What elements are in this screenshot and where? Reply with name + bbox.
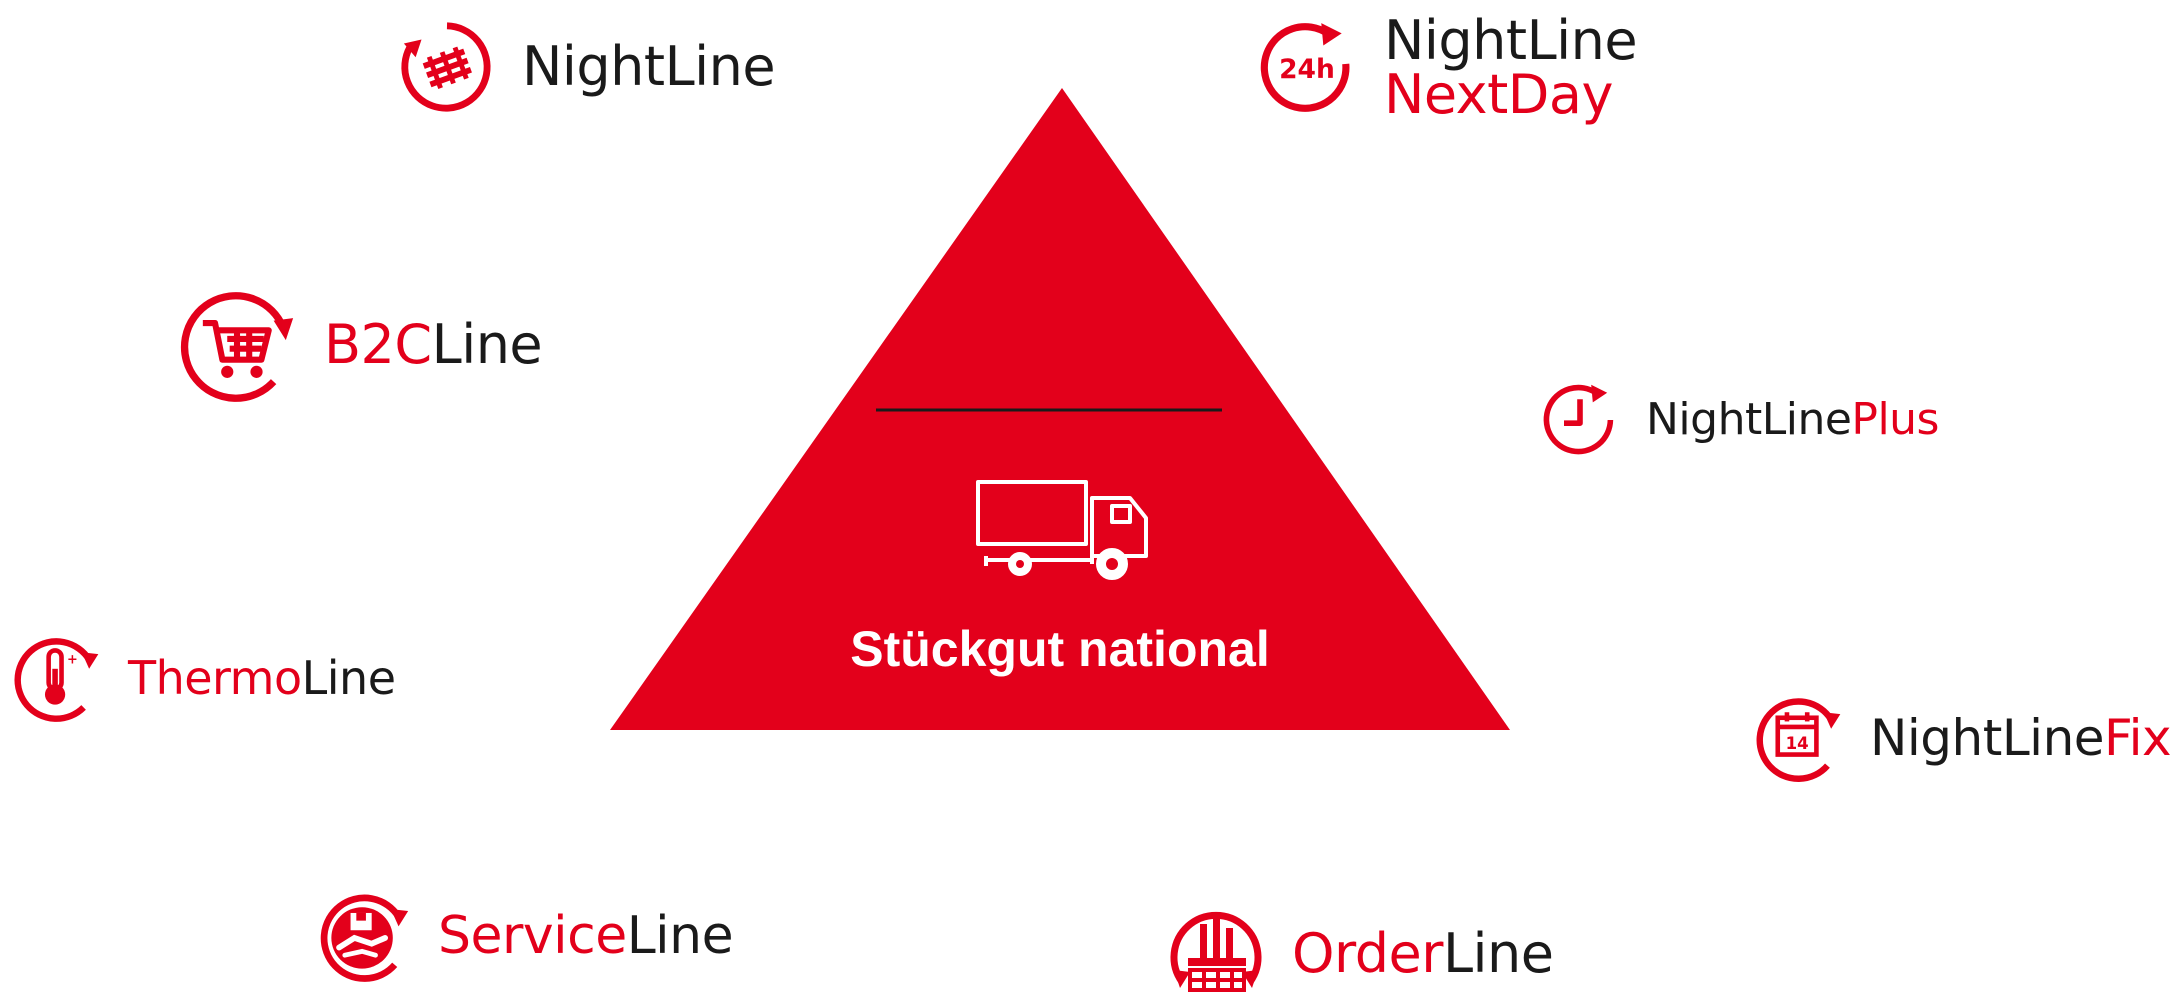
product-plus-accent: Plus — [1851, 394, 1939, 445]
product-fix-accent: Fix — [2104, 709, 2172, 767]
thermometer-icon: + — [14, 638, 99, 722]
calendar-icon: 14 — [1756, 698, 1841, 782]
calendar-icon-text: 14 — [1786, 734, 1809, 753]
product-nightline[interactable]: NightLine — [398, 18, 776, 116]
product-serviceline[interactable]: ServiceLine — [316, 888, 734, 984]
factory-icon — [1170, 911, 1262, 992]
product-orderline[interactable]: OrderLine — [1166, 904, 1554, 1004]
product-thermo-base: Line — [301, 651, 396, 705]
svg-text:+: + — [67, 652, 78, 667]
product-nextday-line1: NightLine — [1384, 9, 1638, 72]
product-b2c-accent: B2C — [324, 313, 432, 376]
product-service-accent: Service — [438, 906, 627, 966]
product-b2cline[interactable]: B2CLine — [176, 284, 543, 406]
24h-icon-text: 24h — [1279, 54, 1335, 85]
pallet-icon — [401, 22, 491, 112]
clock-icon — [1543, 384, 1614, 455]
product-plus-base: NightLine — [1646, 394, 1852, 445]
product-thermoline[interactable]: + ThermoLine — [10, 632, 396, 724]
handshake-box-icon — [320, 894, 409, 982]
product-nightline-nextday[interactable]: 24h NightLine NextDay — [1256, 9, 1638, 126]
product-service-base: Line — [626, 906, 734, 966]
shopping-cart-icon — [180, 292, 294, 402]
product-nightline-plus[interactable]: NightLinePlus — [1540, 380, 1939, 460]
product-nightline-fix[interactable]: 14 NightLineFix — [1752, 692, 2172, 784]
product-order-base: Line — [1442, 922, 1554, 985]
product-thermo-accent: Thermo — [128, 651, 302, 705]
product-nextday-line2: NextDay — [1384, 63, 1613, 126]
24h-icon: 24h — [1260, 23, 1350, 112]
product-nightline-label: NightLine — [522, 35, 776, 98]
truck-icon — [976, 480, 1148, 580]
product-b2c-base: Line — [431, 313, 543, 376]
center-label: Stückgut national — [850, 621, 1270, 677]
product-order-accent: Order — [1292, 922, 1443, 985]
product-fix-base: NightLine — [1870, 709, 2105, 767]
